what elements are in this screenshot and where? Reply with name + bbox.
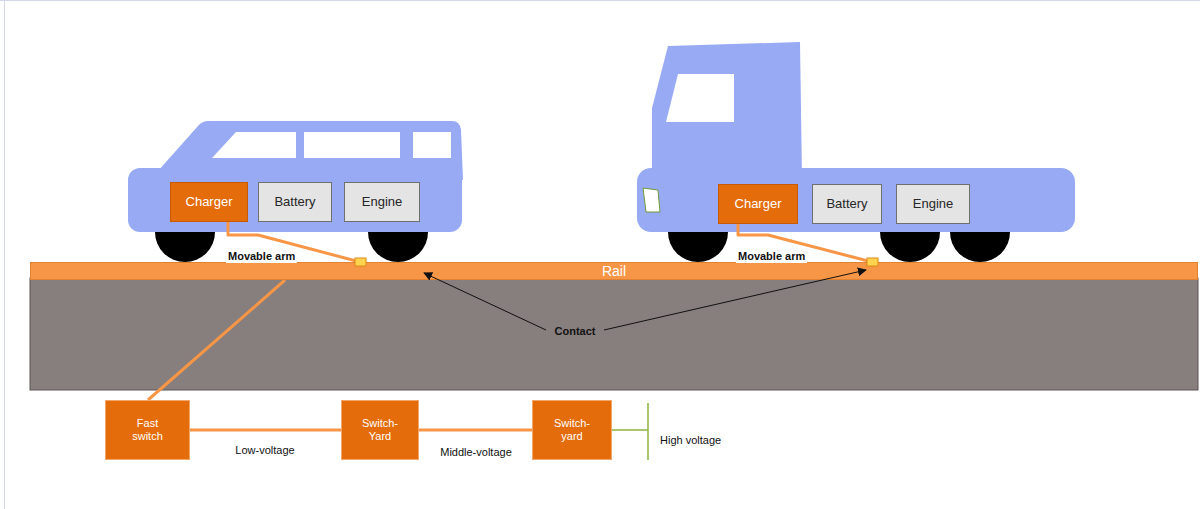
component-box: Charger [170, 182, 248, 222]
contact-shoe [867, 258, 878, 266]
window [413, 132, 451, 158]
contact-shoe [355, 258, 366, 266]
window [666, 74, 734, 122]
callout-label: Contact [553, 325, 598, 338]
component-box: Charger [718, 184, 798, 224]
note-label: High voltage [658, 434, 723, 447]
van-body [128, 168, 462, 232]
connector-label: Low-voltage [233, 444, 296, 457]
connector-label: Middle-voltage [438, 446, 514, 459]
truck-body [637, 168, 1075, 232]
station-box: Switch-Yard [341, 400, 419, 460]
station-box: Fast switch [105, 400, 190, 460]
busbar-line [647, 403, 649, 460]
frame-line [0, 0, 1200, 1]
node-text: Engine [362, 194, 402, 210]
connector-line [190, 429, 341, 432]
connector-line [148, 280, 285, 400]
leader-arrow [424, 273, 546, 330]
ground [30, 278, 1198, 390]
window [212, 132, 296, 158]
component-box: Engine [344, 182, 420, 222]
node-text: Switch-Yard [356, 417, 404, 443]
node-text: Rail [602, 263, 626, 279]
track-band: Rail [30, 262, 1198, 280]
node-text: Fast switch [124, 417, 172, 443]
node-text: Switch-yard [548, 417, 596, 443]
node-text: Engine [913, 196, 953, 212]
leader-arrow [604, 270, 866, 330]
component-box: Engine [896, 184, 970, 224]
node-text: Charger [186, 194, 233, 210]
component-box: Battery [258, 182, 332, 222]
node-text: Battery [274, 194, 315, 210]
node-text: Battery [826, 196, 867, 212]
frame-line [4, 0, 5, 509]
component-box: Battery [812, 184, 882, 224]
headlight [643, 188, 660, 212]
window [304, 132, 400, 158]
connector-line [419, 429, 532, 432]
node-text: Charger [735, 196, 782, 212]
feed-line [612, 429, 648, 431]
connector-label: Movable arm [226, 250, 297, 263]
connector-label: Movable arm [736, 250, 807, 263]
station-box: Switch-yard [532, 400, 612, 460]
truck-cab [652, 42, 802, 178]
